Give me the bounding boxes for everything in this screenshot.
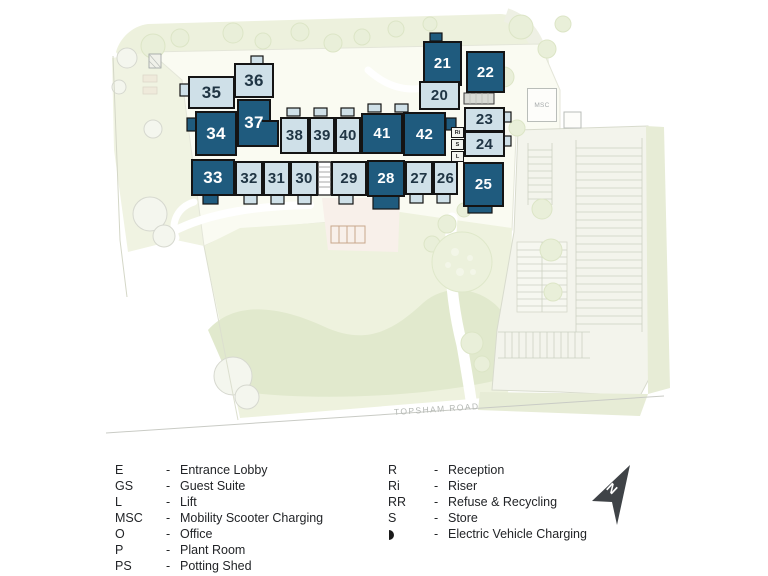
legend-abbr: RR: [388, 495, 407, 509]
legend-dash: -: [166, 495, 171, 509]
legend-dash: -: [166, 511, 171, 525]
unit-32-label: 32: [240, 170, 258, 187]
legend-dash: -: [166, 559, 171, 573]
unit-20-label: 20: [430, 87, 449, 104]
unit-41: 41: [361, 113, 403, 154]
legend-desc: Plant Room: [180, 543, 246, 557]
unit-30-label: 30: [295, 170, 313, 187]
unit-35: 35: [188, 76, 235, 109]
legend-desc: Riser: [448, 479, 478, 493]
unit-37-label: 37: [244, 113, 264, 132]
legend-dash: -: [166, 543, 171, 557]
msc-label: MSC: [534, 101, 550, 109]
legend-abbr: S: [388, 511, 397, 525]
legend-desc: Entrance Lobby: [180, 463, 268, 477]
legend-dash: -: [166, 463, 171, 477]
unit-25: 25: [463, 162, 504, 207]
legend-abbr: Ri: [388, 479, 400, 493]
legend-desc: Office: [180, 527, 213, 541]
unit-33-label: 33: [203, 167, 223, 187]
unit-41-label: 41: [373, 125, 391, 142]
unit-24: 24: [464, 131, 505, 157]
unit-28: 28: [367, 160, 405, 197]
site-ground-map: [105, 8, 670, 434]
riser-label: Ri: [454, 129, 461, 136]
msc-building: MSC: [527, 88, 557, 122]
legend-abbr: P: [115, 543, 124, 557]
legend-dash: -: [434, 511, 439, 525]
lift-box: L: [451, 151, 464, 162]
legend-desc: Potting Shed: [180, 559, 252, 573]
unit-25-label: 25: [474, 176, 493, 193]
unit-34: 34: [195, 111, 237, 156]
unit-40: 40: [335, 117, 361, 154]
store-box: S: [451, 139, 464, 150]
legend-desc: Mobility Scooter Charging: [180, 511, 324, 525]
unit-30: 30: [290, 161, 318, 196]
unit-22: 22: [466, 51, 505, 93]
legend-dash: -: [434, 495, 439, 509]
unit-21: 21: [423, 41, 462, 86]
unit-26-label: 26: [436, 169, 455, 187]
legend-dash: -: [434, 479, 439, 493]
unit-38-label: 38: [285, 127, 304, 144]
legend-desc: Reception: [448, 463, 505, 477]
legend-abbr: R: [388, 463, 398, 477]
unit-20: 20: [419, 81, 460, 110]
legend-desc: Guest Suite: [180, 479, 246, 493]
unit-42-label: 42: [415, 125, 434, 143]
unit-39: 39: [309, 117, 335, 154]
unit-31-label: 31: [267, 170, 286, 187]
unit-29: 29: [331, 161, 367, 196]
unit-23: 23: [464, 107, 505, 132]
legend-abbr: MSC: [115, 511, 143, 525]
unit-40-label: 40: [339, 127, 357, 144]
unit-27-label: 27: [410, 169, 428, 187]
legend-abbr: L: [115, 495, 122, 509]
legend-desc: Store: [448, 511, 478, 525]
legend-dash: -: [434, 463, 439, 477]
unit-37-annex: [262, 120, 279, 147]
unit-29-label: 29: [340, 170, 358, 187]
lift-label: L: [455, 153, 460, 160]
unit-39-label: 39: [313, 127, 331, 144]
unit-31: 31: [263, 161, 290, 196]
legend-dash: -: [434, 527, 439, 541]
legend-desc: Lift: [180, 495, 197, 509]
unit-27: 27: [405, 161, 433, 195]
unit-35-label: 35: [201, 82, 222, 102]
legend-desc: Electric Vehicle Charging: [448, 527, 587, 541]
ev-charging-icon: [389, 530, 394, 540]
store-label: S: [455, 141, 460, 148]
unit-24-label: 24: [475, 135, 494, 153]
legend-abbr: GS: [115, 479, 134, 493]
unit-22-label: 22: [476, 63, 495, 81]
unit-21-label: 21: [433, 55, 452, 72]
unit-23-label: 23: [475, 111, 494, 128]
unit-33: 33: [191, 159, 235, 196]
north-compass: N: [570, 452, 654, 536]
legend-dash: -: [166, 527, 171, 541]
riser-box: Ri: [451, 127, 464, 138]
legend-abbr: O: [115, 527, 125, 541]
unit-36: 36: [234, 63, 274, 98]
unit-28-label: 28: [377, 170, 395, 187]
unit-36-label: 36: [244, 70, 264, 90]
legend-abbr: E: [115, 463, 124, 477]
unit-32: 32: [235, 161, 263, 196]
north-arrow-icon: [592, 465, 630, 525]
unit-38: 38: [280, 117, 309, 154]
legend-abbr: PS: [115, 559, 132, 573]
unit-42: 42: [403, 112, 446, 156]
unit-26: 26: [433, 161, 458, 195]
legend-desc: Refuse & Recycling: [448, 495, 558, 509]
unit-34-label: 34: [206, 123, 226, 143]
legend-dash: -: [166, 479, 171, 493]
